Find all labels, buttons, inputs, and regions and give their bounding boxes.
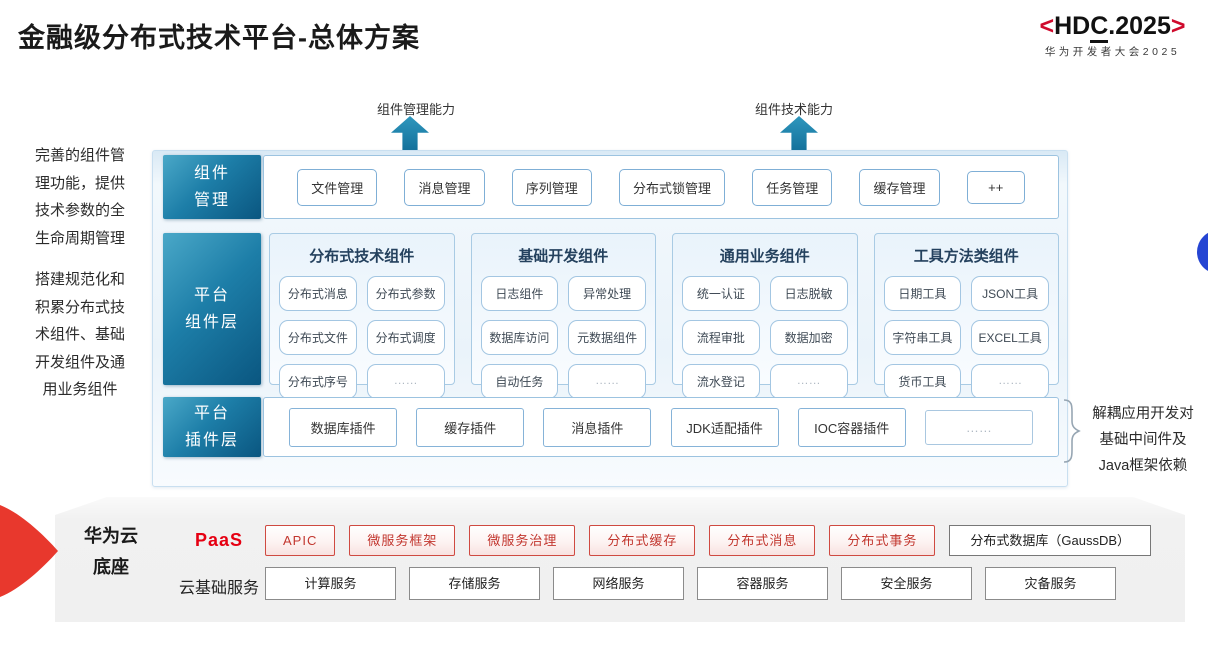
huawei-cloud-foundation-panel: 华为云 底座 PaaS APIC 微服务框架微服务治理分布式缓存分布式消息分布式事… (55, 497, 1185, 622)
component-chip: 货币工具 (883, 364, 962, 399)
component-chip: 消息管理 (404, 168, 485, 206)
component-chip: 分布式调度 (366, 320, 445, 355)
paas-service-chip: 分布式缓存 (589, 525, 696, 556)
component-chip: 分布式参数 (366, 276, 445, 311)
column-common-business: 通用业务组件 统一认证日志脱敏流程审批数据加密流水登记 …… (672, 233, 858, 399)
red-wedge-arrow-icon (0, 505, 58, 597)
logo-right-bracket-icon: > (1170, 12, 1186, 40)
platform-plugin-items: 数据库插件缓存插件消息插件 JDK适配插件 IOC容器插件 …… (263, 397, 1059, 457)
paas-service-chip: 微服务框架 (349, 525, 456, 556)
plugin-chip: 消息插件 (543, 407, 652, 447)
component-chip: 数据库访问 (480, 320, 559, 355)
layer-platform-components: 平台 组件层 分布式技术组件 分布式消息分布式参数分布式文件分布式调度分布式序号… (163, 233, 1059, 399)
capability-label-management: 组件管理能力 (377, 102, 456, 117)
column-basic-dev: 基础开发组件 日志组件异常处理数据库访问元数据组件自动任务 …… (470, 233, 656, 399)
component-chip: 分布式序号 (279, 364, 357, 399)
component-chip: 字符串工具 (883, 320, 962, 355)
component-chip: 分布式消息 (279, 276, 357, 311)
component-chip: …… (769, 364, 848, 399)
paas-service-chip: APIC (265, 525, 336, 556)
component-chip: 缓存管理 (859, 168, 940, 206)
layer-label-component-management: 组件 管理 (163, 155, 261, 219)
plugin-chip: JDK适配插件 (670, 407, 779, 447)
plugin-chip: IOC容器插件 (797, 407, 906, 447)
component-chip: 任务管理 (752, 168, 833, 206)
component-chip: 数据加密 (769, 320, 848, 355)
component-chip: 分布式锁管理 (618, 168, 725, 206)
plugin-chip: …… (924, 409, 1033, 445)
cloud-service-chip: 存储服务 (409, 567, 540, 600)
gaussdb-chip: 分布式数据库（GaussDB） (949, 525, 1152, 556)
cloud-service-chip: 网络服务 (553, 567, 684, 600)
plugin-chip: 缓存插件 (416, 407, 525, 447)
component-chip: 序列管理 (511, 168, 592, 206)
hdc-logo: <HDC.2025> 华为开发者大会2025 (1025, 12, 1200, 59)
hdc-logo-subtitle: 华为开发者大会2025 (1044, 46, 1181, 58)
right-note-decoupling: 解耦应用开发对 基础中间件及 Java框架依赖 (1092, 406, 1194, 474)
component-chip: 流程审批 (682, 320, 760, 355)
layer-platform-plugins: 平台 插件层 数据库插件缓存插件消息插件 JDK适配插件 IOC容器插件 …… (163, 397, 1059, 457)
column-header: 基础开发组件 (518, 248, 609, 265)
page-title: 金融级分布式技术平台-总体方案 (18, 23, 420, 53)
curly-brace-icon (1063, 399, 1081, 463)
cloud-service-chip: 灾备服务 (985, 567, 1116, 600)
component-chip: 元数据组件 (568, 320, 646, 355)
component-chip: EXCEL工具 (971, 320, 1049, 355)
component-chip: 日志脱敏 (769, 276, 848, 311)
component-chip: 自动任务 (480, 364, 559, 399)
component-chip: ++ (966, 170, 1025, 204)
component-chip: 分布式文件 (279, 320, 357, 355)
plugin-chip: 数据库插件 (289, 407, 398, 447)
blue-circle-decoration (1197, 230, 1208, 274)
cloud-services-row: 计算服务存储服务网络服务容器服务安全服务灾备服务 (265, 567, 1116, 600)
cloud-service-chip: 安全服务 (841, 567, 972, 600)
paas-service-chip: 分布式事务 (829, 525, 936, 556)
column-header: 分布式技术组件 (309, 248, 415, 265)
platform-component-columns: 分布式技术组件 分布式消息分布式参数分布式文件分布式调度分布式序号 …… 基础开发… (269, 233, 1059, 399)
capability-label-technical: 组件技术能力 (755, 102, 834, 117)
component-chip: …… (366, 364, 445, 399)
layer-component-management: 组件 管理 文件管理消息管理序列管理分布式锁管理任务管理缓存管理 ++ (163, 155, 1059, 219)
component-chip: 流水登记 (682, 364, 760, 399)
foundation-label: 华为云 底座 (84, 526, 138, 577)
cloud-service-chip: 容器服务 (697, 567, 828, 600)
column-header: 通用业务组件 (719, 248, 810, 265)
component-management-items: 文件管理消息管理序列管理分布式锁管理任务管理缓存管理 ++ (263, 155, 1059, 219)
component-chip: …… (971, 364, 1049, 399)
cloud-basic-services-label: 云基础服务 (178, 580, 259, 597)
logo-left-bracket-icon: < (1039, 12, 1055, 40)
cloud-service-chip: 计算服务 (265, 567, 396, 600)
paas-label: PaaS (194, 530, 244, 550)
layer-label-platform-plugins: 平台 插件层 (163, 397, 261, 457)
platform-stack: 组件 管理 文件管理消息管理序列管理分布式锁管理任务管理缓存管理 ++ 平台 组件… (152, 150, 1068, 487)
column-header: 工具方法类组件 (913, 248, 1019, 265)
paas-service-chip: 分布式消息 (709, 525, 816, 556)
component-chip: JSON工具 (971, 276, 1049, 311)
component-chip: 异常处理 (568, 276, 646, 311)
component-chip: 日期工具 (883, 276, 962, 311)
component-chip: 日志组件 (480, 276, 559, 311)
left-note-management: 完善的组件管 理功能，提供 技术参数的全 生命周期管理 (34, 147, 125, 247)
component-chip: 统一认证 (682, 276, 760, 311)
column-distributed-tech: 分布式技术组件 分布式消息分布式参数分布式文件分布式调度分布式序号 …… (269, 233, 455, 399)
left-note-components: 搭建规范化和 积累分布式技 术组件、基础 开发组件及通 用业务组件 (34, 271, 125, 398)
component-chip: …… (568, 364, 646, 399)
column-utility-tools: 工具方法类组件 日期工具 JSON工具字符串工具 EXCEL工具货币工具 …… (873, 233, 1059, 399)
hdc-logo-text: <HDC.2025> (1025, 12, 1200, 43)
paas-services-row: APIC 微服务框架微服务治理分布式缓存分布式消息分布式事务 分布式数据库（Gau… (265, 525, 1152, 556)
layer-label-platform-components: 平台 组件层 (163, 233, 261, 385)
paas-service-chip: 微服务治理 (469, 525, 576, 556)
component-chip: 文件管理 (297, 168, 378, 206)
